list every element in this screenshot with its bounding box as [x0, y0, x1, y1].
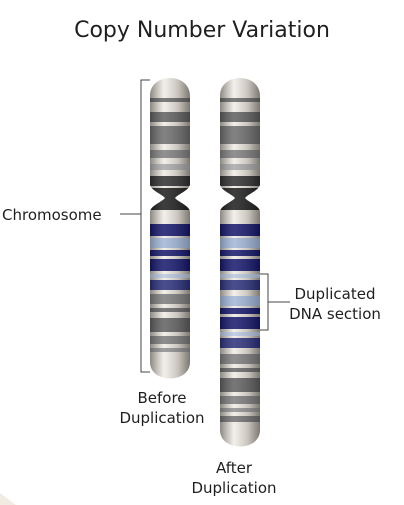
before-duplication-label: Before Duplication — [119, 389, 205, 427]
chromosome-bracket — [120, 79, 150, 373]
duplicated-dna-section-label: Duplicated DNA section — [289, 285, 381, 323]
page-title: Copy Number Variation — [74, 18, 330, 43]
chromosome-after-duplication-icon — [220, 78, 260, 447]
duplicated-section-bracket — [260, 273, 290, 331]
after-duplication-label: After Duplication — [191, 459, 277, 497]
chromosome-before-duplication-icon — [150, 78, 190, 379]
chromosome-label: Chromosome — [2, 206, 102, 224]
decorative-corner — [0, 493, 16, 505]
